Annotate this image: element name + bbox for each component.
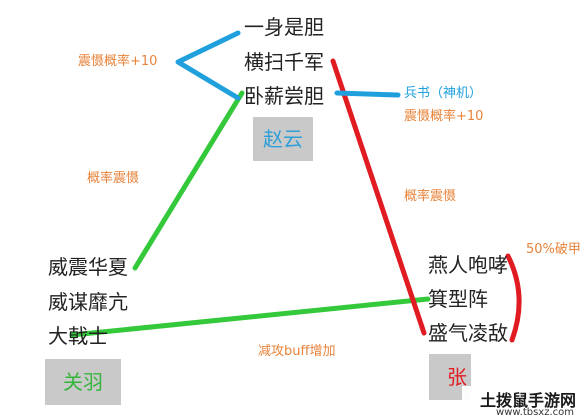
skill-jixing-zhen: 箕型阵 <box>428 287 488 311</box>
connector-hengsao-to-shengqi <box>330 58 427 336</box>
note-bingshu-effect: 震慑概率+10 <box>404 109 484 124</box>
note-guanyu-zhangfei-link: 减攻buff增加 <box>258 344 336 359</box>
watermark-title: 土拨鼠手游网 <box>479 391 576 410</box>
skill-dajishi: 大戟士 <box>48 324 108 348</box>
watermark: 土拨鼠手游网 www.tbsxz.com <box>462 386 584 420</box>
skill-yanren-paoxiao: 燕人咆哮 <box>428 253 508 277</box>
connector-wuxin-to-bingshu <box>334 90 401 98</box>
note-bingshu-label: 兵书（神机） <box>404 86 483 101</box>
bracket-zhaoyun-combo <box>175 30 241 101</box>
skill-weimou-mikang: 威谋靡亢 <box>48 290 128 314</box>
note-zhangfei-combo: 50%破甲 <box>526 242 581 257</box>
skill-hengsao-qianjun: 横扫千军 <box>244 50 324 74</box>
note-zhaoyun-combo: 震慑概率+10 <box>78 54 158 69</box>
character-name-guanyu: 关羽 <box>45 359 121 405</box>
skill-yishen-shidan: 一身是胆 <box>244 15 324 39</box>
note-zhaoyun-guanyu-link: 概率震慑 <box>87 171 140 186</box>
character-name-guanyu-text: 关羽 <box>63 370 103 394</box>
skill-weizhen-huaxia: 威震华夏 <box>48 255 128 279</box>
skill-woxin-changdan: 卧薪尝胆 <box>244 84 324 108</box>
bracket-zhangfei-combo <box>505 253 522 343</box>
connector-dajishi-to-jixingzhen <box>69 296 431 338</box>
character-name-zhaoyun-text: 赵云 <box>263 127 303 151</box>
skill-shengqi-lingdi: 盛气凌敌 <box>428 321 508 345</box>
character-name-zhaoyun: 赵云 <box>253 117 313 161</box>
note-zhaoyun-zhangfei-link: 概率震慑 <box>404 189 457 204</box>
character-name-zhangfei-text: 张 <box>447 365 467 389</box>
connector-weizhen-to-wuxin <box>132 90 245 271</box>
watermark-url: www.tbsxz.com <box>496 407 574 418</box>
